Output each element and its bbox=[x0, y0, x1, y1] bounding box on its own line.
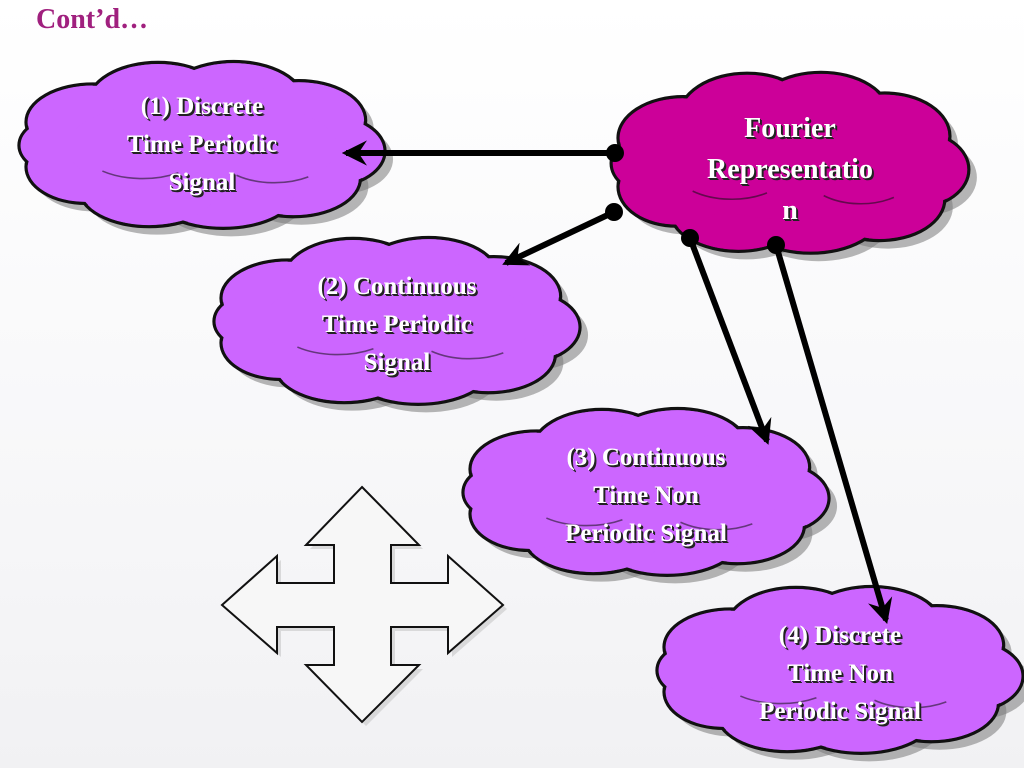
edge-origin-dot bbox=[605, 203, 623, 221]
node-label-3-line-2: Time Non bbox=[593, 482, 699, 509]
node-label-4-line-2: Time Non bbox=[787, 660, 893, 687]
node-label-3-line-3: Periodic Signal bbox=[565, 520, 727, 547]
node-label-1-line-3: Signal bbox=[168, 169, 236, 196]
node-label-1-line-1: (1) Discrete bbox=[140, 93, 264, 120]
node-label-4-line-3: Periodic Signal bbox=[759, 698, 921, 725]
four-way-arrow-shape bbox=[220, 485, 505, 724]
connector-arrows bbox=[341, 140, 893, 625]
node-cloud-4 bbox=[655, 584, 1024, 755]
edge-arrow-continuous-time-periodic bbox=[502, 209, 616, 266]
hub-label-line-3: n bbox=[782, 195, 798, 226]
node-label-4-line-1: (4) Discrete bbox=[778, 622, 902, 649]
edge-origin-dot bbox=[606, 144, 624, 162]
node-label-2-line-1: (2) Continuous bbox=[317, 273, 477, 300]
node-label-2-line-2: Time Periodic bbox=[321, 311, 473, 338]
four-way-arrow-icon bbox=[220, 485, 507, 726]
edge-arrow-discrete-time-non-periodic bbox=[773, 244, 893, 625]
node-label-2-line-3: Signal bbox=[363, 349, 431, 376]
node-cloud-2 bbox=[212, 235, 582, 406]
node-cloud-1 bbox=[17, 59, 387, 230]
node-cloud-3 bbox=[461, 406, 831, 577]
node-label-1-line-2: Time Periodic bbox=[126, 131, 278, 158]
clouds bbox=[17, 59, 1024, 755]
edge-origin-dot bbox=[767, 236, 785, 254]
node-label-3-line-1: (3) Continuous bbox=[566, 444, 726, 471]
hub-cloud bbox=[609, 70, 971, 255]
edge-origin-dot bbox=[681, 229, 699, 247]
hub-label-line-2: Representatio bbox=[707, 154, 873, 185]
hub-label-line-1: Fourier bbox=[744, 113, 836, 144]
edge-arrow-continuous-time-non-periodic bbox=[687, 236, 772, 445]
slide-title: Cont’d… bbox=[36, 4, 149, 35]
